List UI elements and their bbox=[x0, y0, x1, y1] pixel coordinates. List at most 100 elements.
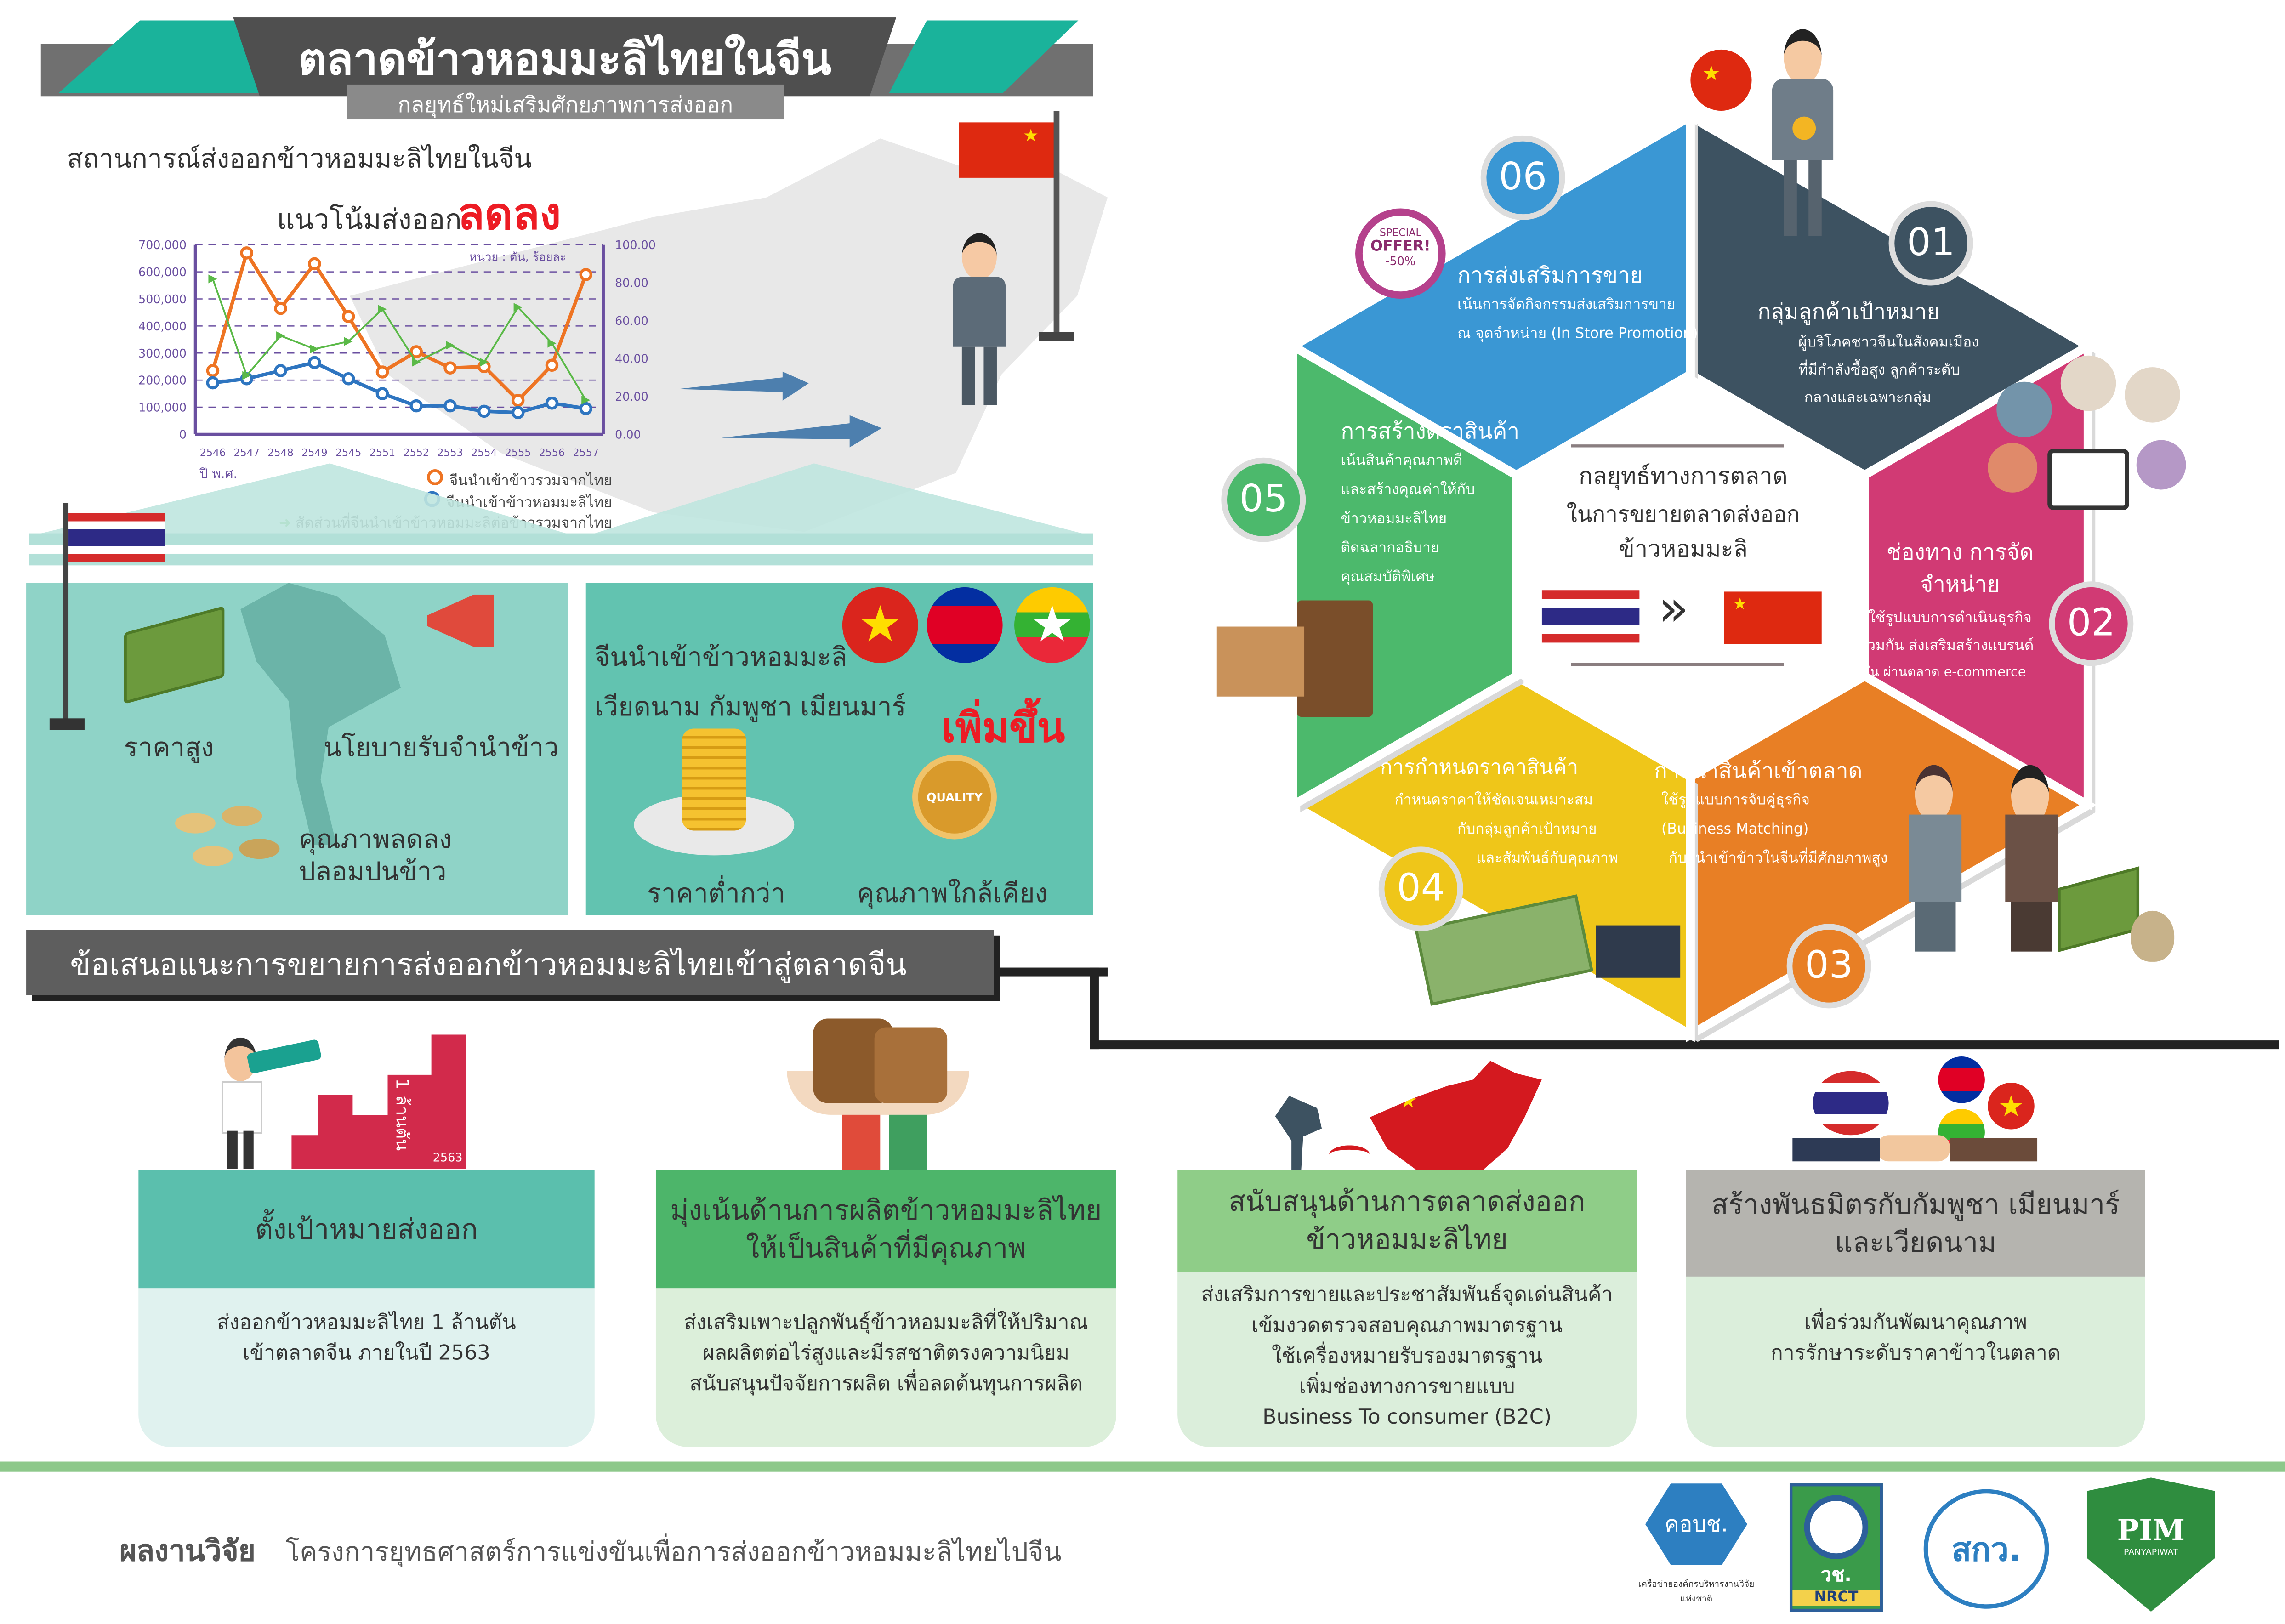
y-left-tick-label: 500,000 bbox=[138, 292, 187, 306]
china-map-red-icon: ★ bbox=[1370, 1061, 1542, 1187]
money-bag-icon bbox=[2131, 910, 2175, 962]
y-right-tick-label: 60.00 bbox=[615, 314, 648, 328]
seg06-line: เน้นการจัดกิจกรรมส่งเสริมการขาย bbox=[1457, 297, 1676, 313]
recommend-bar bbox=[26, 930, 994, 995]
data-point-jasmine bbox=[308, 356, 321, 369]
handshake-flags-icon: ★ bbox=[1792, 1056, 2040, 1170]
thai-item-adulteration: ปลอมปนข้าว bbox=[299, 857, 447, 888]
red-arrow-icon bbox=[1329, 1145, 1370, 1164]
recommend-line bbox=[1090, 967, 1099, 1050]
x-tick-label: 2556 bbox=[539, 447, 565, 459]
rival-increase: เพิ่มขึ้น bbox=[941, 704, 1065, 752]
card-header: มุ่งเน้นด้านการผลิตข้าวหอมมะลิไทยให้เป็น… bbox=[655, 1170, 1116, 1289]
center-divider bbox=[1571, 663, 1784, 666]
series-line-2 bbox=[212, 278, 587, 401]
flag-pole bbox=[1053, 110, 1060, 337]
x-tick-label: 2553 bbox=[437, 447, 463, 459]
seg03-line: ใช้รูปแบบการจับคู่ธุรกิจ bbox=[1661, 793, 1810, 809]
trend-value: ลดลง bbox=[457, 189, 561, 241]
delivery-bubble-icon bbox=[2125, 367, 2180, 423]
seg03-line: (Business Matching) bbox=[1661, 822, 1809, 838]
x-tick-label: 2552 bbox=[404, 447, 429, 459]
flag-pole-base bbox=[49, 718, 85, 730]
data-point-ratio bbox=[344, 337, 353, 346]
series-line-0 bbox=[211, 249, 588, 403]
data-point-total bbox=[545, 358, 559, 372]
thailand-map-small-icon bbox=[1275, 1096, 1322, 1178]
y-right-tick-label: 80.00 bbox=[615, 276, 648, 290]
rice-grains-icon bbox=[172, 801, 289, 874]
data-point-ratio bbox=[378, 305, 387, 314]
data-point-jasmine bbox=[341, 372, 355, 386]
card-body: ส่งออกข้าวหอมมะลิไทย 1 ล้านตันเข้าตลาดจี… bbox=[217, 1311, 516, 1366]
x-tick-label: 2548 bbox=[267, 447, 293, 459]
seg02-title: ช่องทาง การจัดจำหน่าย bbox=[1886, 539, 2034, 598]
boxes-bubble-icon bbox=[1996, 381, 2052, 437]
seg04-line: กำหนดราคาให้ชัดเจนเหมาะสม bbox=[1394, 793, 1593, 809]
data-point-jasmine bbox=[477, 404, 491, 418]
x-tick-label: 2547 bbox=[234, 447, 260, 459]
seg04-title: การกำหนดราคาสินค้า bbox=[1380, 756, 1579, 780]
rival-panel bbox=[585, 583, 1093, 915]
data-point-ratio bbox=[310, 344, 319, 353]
china-flag: ★ bbox=[959, 122, 1055, 178]
tablet-shopping-icon bbox=[2047, 449, 2129, 510]
rice-bag-icon bbox=[1297, 600, 1373, 717]
x-tick-label: 2549 bbox=[301, 447, 327, 459]
seg03-line: กับผู้นำเข้าข้าวในจีนที่มีศักยภาพสูง bbox=[1668, 851, 1888, 867]
footer-text: โครงการยุทธศาสตร์การแข่งขันเพื่อการส่งออ… bbox=[285, 1537, 1062, 1568]
center-line1: กลยุทธ์ทางการตลาด bbox=[1579, 462, 1788, 490]
thai-flag-small bbox=[1541, 590, 1640, 643]
seg02-line: ร่วมกัน ส่งเสริมสร้างแบรนด์ bbox=[1859, 638, 2034, 654]
coin-stack-icon bbox=[682, 728, 746, 831]
center-divider bbox=[1571, 444, 1784, 448]
telescope-man-icon bbox=[219, 1037, 322, 1169]
seg04-line: กับกลุ่มลูกค้าเป้าหมาย bbox=[1457, 822, 1597, 838]
seg05-line: และสร้างคุณค่าให้กับ bbox=[1341, 482, 1475, 499]
businessman-coin-icon bbox=[1766, 29, 1839, 240]
recommend-card-marketing: สนับสนุนด้านการตลาดส่งออกข้าวหอมมะลิไทย … bbox=[1177, 1170, 1637, 1447]
rice-sack-hands-icon bbox=[787, 1013, 969, 1170]
center-line3: ข้าวหอมมะลิ bbox=[1619, 534, 1748, 563]
seg04-line: และสัมพันธ์กับคุณภาพ bbox=[1476, 851, 1618, 867]
footer-label: ผลงานวิจัย bbox=[119, 1533, 256, 1568]
seg06-number: 06 bbox=[1480, 135, 1565, 220]
cart-bubble-icon bbox=[2136, 440, 2186, 490]
seg01-line: ผู้บริโภคชาวจีนในสังคมเมือง bbox=[1798, 335, 1979, 352]
y-right-tick-label: 20.00 bbox=[615, 390, 648, 403]
sleeve-icon bbox=[1596, 925, 1681, 978]
data-point-ratio bbox=[547, 339, 557, 348]
seg04-number: 04 bbox=[1378, 846, 1463, 931]
data-point-total bbox=[341, 310, 355, 324]
logo-pim: PIM PANYAPIWAT bbox=[2086, 1477, 2215, 1612]
data-point-ratio bbox=[479, 358, 489, 367]
recommend-line bbox=[1090, 1040, 2279, 1050]
data-point-ratio bbox=[412, 358, 421, 367]
y-left-tick-label: 100,000 bbox=[138, 401, 187, 415]
logo-nrct: วช. NRCT bbox=[1789, 1483, 1883, 1612]
page-subtitle: กลยุทธ์ใหม่เสริมศักยภาพการส่งออก bbox=[398, 91, 733, 118]
recommend-line bbox=[991, 967, 1108, 977]
data-point-jasmine bbox=[511, 406, 525, 420]
seg03-number: 03 bbox=[1786, 924, 1871, 1009]
export-trend-chart: 0100,000200,000300,000400,000500,000600,… bbox=[138, 238, 656, 459]
y-left-tick-label: 600,000 bbox=[138, 265, 187, 279]
thai-item-pledging-policy: นโยบายรับจำนำข้าว bbox=[323, 733, 559, 764]
data-point-total bbox=[511, 394, 525, 407]
y-left-tick-label: 400,000 bbox=[138, 319, 187, 333]
y-right-tick-label: 100.00 bbox=[615, 238, 656, 252]
data-point-total bbox=[274, 301, 287, 315]
footer-divider bbox=[0, 1461, 2285, 1472]
seg01-number: 01 bbox=[1888, 201, 1973, 286]
y-left-tick-label: 200,000 bbox=[138, 374, 187, 387]
x-axis-label: ปี พ.ศ. bbox=[199, 467, 238, 483]
x-tick-label: 2554 bbox=[471, 447, 497, 459]
target-year: 2563 bbox=[432, 1151, 463, 1164]
data-point-jasmine bbox=[206, 376, 220, 390]
rival-line1: จีนนำเข้าข้าวหอมมะลิ bbox=[594, 642, 847, 674]
data-point-jasmine bbox=[579, 402, 593, 415]
card-header: ตั้งเป้าหมายส่งออก bbox=[138, 1170, 595, 1289]
thai-item-quality-drop: คุณภาพลดลง bbox=[299, 824, 452, 856]
trend-label: แนวโน้มส่งออก bbox=[277, 204, 462, 236]
